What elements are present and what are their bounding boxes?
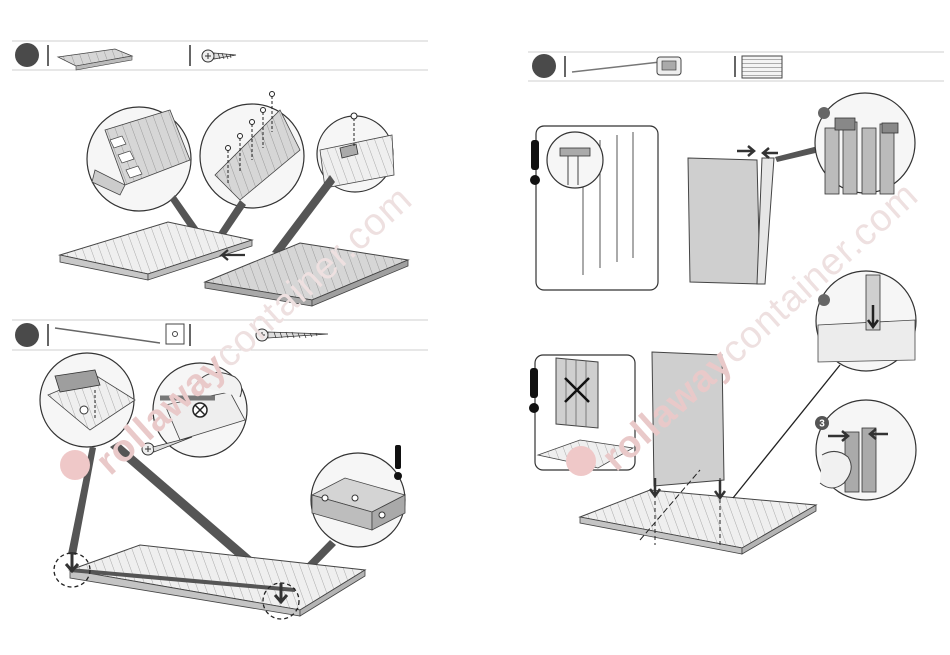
step-header-wall (528, 52, 944, 81)
push-left-arrow-icon (763, 148, 778, 158)
warning-exclamation-icon (529, 368, 539, 413)
beam-part-icon (55, 324, 184, 344)
warning-box-panel-orientation (530, 126, 658, 290)
wall-panel-part-icon (742, 56, 782, 78)
warning-exclamation-icon (530, 140, 540, 185)
zoom-circle-screws (200, 92, 304, 209)
zoom-circle-slide-panels: 3 (815, 400, 916, 500)
watermark-logo-icon (566, 446, 596, 476)
sub-step-label: 3 (819, 419, 825, 430)
rail-part-icon (572, 57, 681, 75)
floor-panel-part-icon (58, 49, 132, 70)
push-right-arrow-icon (737, 146, 754, 156)
step-number-badge (15, 43, 39, 67)
down-arrow-icon (715, 480, 725, 498)
warning-detail-circle (311, 445, 405, 547)
zoom-circle-panel-joint (87, 107, 191, 211)
step-number-badge (15, 323, 39, 347)
watermark-logo-icon (60, 450, 90, 480)
step-number-badge (532, 54, 556, 78)
screw-part-icon (202, 50, 236, 62)
down-arrow-icon (66, 552, 78, 571)
step-header-floor (12, 41, 428, 70)
warning-exclamation-icon (394, 445, 402, 480)
